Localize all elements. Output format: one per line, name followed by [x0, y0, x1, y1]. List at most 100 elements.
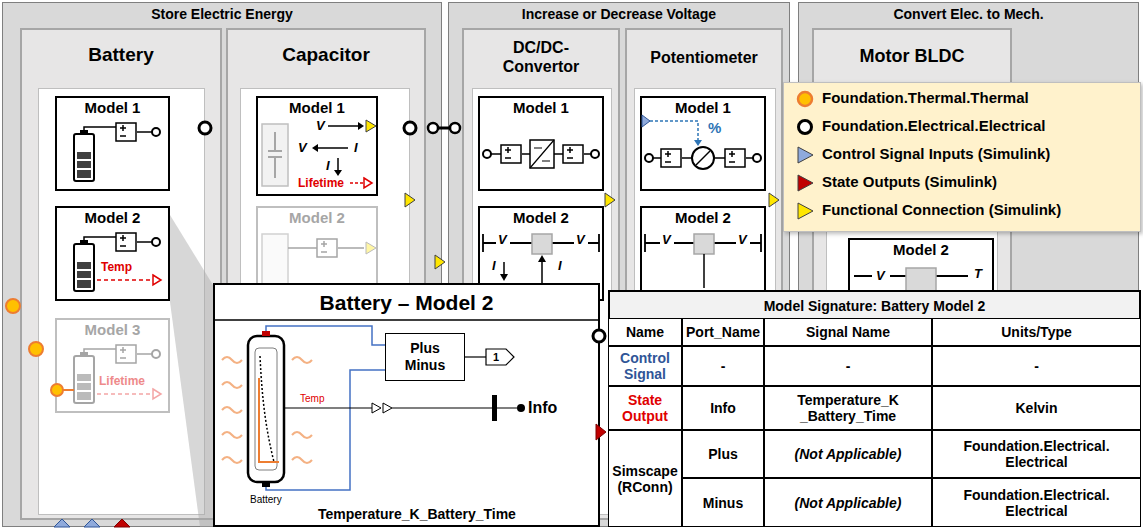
port-markers-part	[199, 122, 211, 134]
port-markers-part	[435, 255, 445, 269]
model-box: Model 1	[478, 96, 604, 191]
faded-battery-icon-part	[152, 350, 160, 358]
battery-icon-part	[74, 240, 94, 291]
legend-swatch	[796, 202, 814, 220]
potentiometer-icon-part	[650, 121, 698, 140]
battery-icon-part	[97, 279, 153, 281]
component-title: Potentiometer	[627, 48, 781, 67]
port-block-name: Plus Minus	[400, 340, 450, 374]
model-title: Model 2	[642, 209, 764, 227]
connector-wire	[438, 127, 450, 130]
battery-model-illustration-part	[248, 336, 284, 482]
table-cell: Foundation.Electrical. Electrical	[932, 478, 1141, 527]
table-cell: State Output	[608, 386, 682, 430]
capacitor-icon-part	[366, 120, 376, 132]
table-cell: (Not Applicable)	[764, 478, 932, 527]
port-markers-part	[54, 519, 70, 527]
converter-icon-part	[500, 274, 508, 281]
capacitor-icon-part	[358, 122, 364, 130]
signature-table: Model Signature: Battery Model 2NamePort…	[608, 290, 1141, 527]
legend-text: Functional Connection (Simulink)	[822, 201, 1061, 219]
converter-icon-part	[501, 145, 521, 163]
table-cell: Minus	[682, 478, 764, 527]
battery-model-illustration-part	[465, 356, 486, 357]
state-signal: Lifetime	[298, 176, 344, 190]
table-header: Signal Name	[764, 318, 932, 346]
capacitor-icon-part	[268, 132, 282, 178]
battery-icon-part	[74, 130, 94, 181]
zoom-wedge-part	[170, 215, 213, 527]
signal-name: T	[974, 266, 982, 281]
battery-model-illustration-part	[284, 407, 517, 408]
faded-capacitor-icon-part	[288, 247, 364, 249]
control-signal: %	[708, 120, 721, 136]
table-cell: Kelvin	[932, 386, 1141, 430]
signal-name: V	[298, 140, 307, 155]
faded-battery-icon-part	[84, 349, 116, 352]
battery-icon-part	[137, 241, 152, 243]
signal-name: V	[498, 232, 507, 247]
port-markers-part	[29, 342, 43, 356]
port-block: Plus Minus	[385, 333, 465, 381]
connector-port	[428, 123, 438, 133]
battery-icon-part	[63, 389, 74, 391]
model-box: Model 1%	[640, 96, 766, 191]
table-header: Units/Type	[932, 318, 1141, 346]
legend-box: Foundation.Thermal.ThermalFoundation.Ele…	[783, 82, 1141, 232]
signal-name: I	[492, 258, 496, 273]
port-markers-part	[605, 193, 615, 207]
converter-icon-part	[530, 140, 554, 168]
port-name: Info	[528, 398, 557, 417]
battery-model-illustration-part	[372, 403, 381, 413]
model-box: Model 3Lifetime	[55, 318, 170, 413]
converter-icon-part	[530, 140, 554, 168]
capacitor-icon-part	[350, 182, 364, 184]
table-cell: (Not Applicable)	[764, 430, 932, 478]
converter-icon-part	[563, 145, 583, 163]
table-cell: -	[764, 346, 932, 386]
table-title: Model Signature: Battery Model 2	[610, 292, 1139, 321]
block-name: Battery	[250, 494, 282, 506]
component-title: Motor BLDC	[814, 46, 1010, 67]
capacitor-icon-part	[364, 178, 372, 188]
table-cell: Temperature_K _Battery_Time	[764, 386, 932, 430]
battery-icon-part	[137, 131, 152, 133]
signal-name: V	[876, 268, 885, 283]
legend-swatch	[796, 90, 814, 108]
port-markers-part	[769, 193, 779, 207]
battery-model-illustration-part	[266, 370, 386, 490]
table-cell: Control Signal	[608, 346, 682, 386]
signal-name: Temp	[300, 393, 324, 405]
state-signal: Lifetime	[99, 374, 145, 388]
battery-model-illustration-part	[262, 331, 270, 336]
port-markers-part	[114, 519, 130, 527]
potentiometer-icon-part	[694, 140, 702, 146]
legend-swatch	[796, 146, 814, 164]
potentiometer-icon-part	[753, 154, 761, 162]
port-markers-part	[404, 122, 416, 134]
model-title: Model 2	[258, 209, 376, 227]
capacitor-icon-part	[312, 144, 318, 152]
battery-model-illustration-part	[260, 356, 274, 462]
battery-model-illustration-part	[517, 404, 525, 412]
signal-name: Temperature_K_Battery_Time	[318, 506, 516, 522]
battery-icon-part	[84, 237, 116, 240]
port-connector	[428, 123, 460, 133]
battery-model-illustration-part	[222, 357, 242, 463]
legend-text: Foundation.Electrical.Electrical	[822, 117, 1045, 135]
band-title: Convert Elec. to Mech.	[799, 6, 1138, 23]
battery-icon-part	[116, 233, 136, 251]
faded-battery-icon-part	[116, 345, 136, 363]
battery-model-illustration	[215, 320, 606, 490]
potentiometer-icon-part	[645, 154, 653, 162]
faded-battery-icon-part	[153, 389, 161, 399]
capacitor-icon-part	[262, 124, 288, 186]
potentiometer-icon-part	[694, 234, 714, 254]
signal-name: I	[354, 140, 358, 155]
band-title: Increase or Decrease Voltage	[449, 6, 789, 23]
table-cell: -	[682, 346, 764, 386]
table-cell: Info	[682, 386, 764, 430]
faded-battery-icon-part	[97, 393, 153, 395]
thermal-port-swatch	[798, 92, 812, 106]
